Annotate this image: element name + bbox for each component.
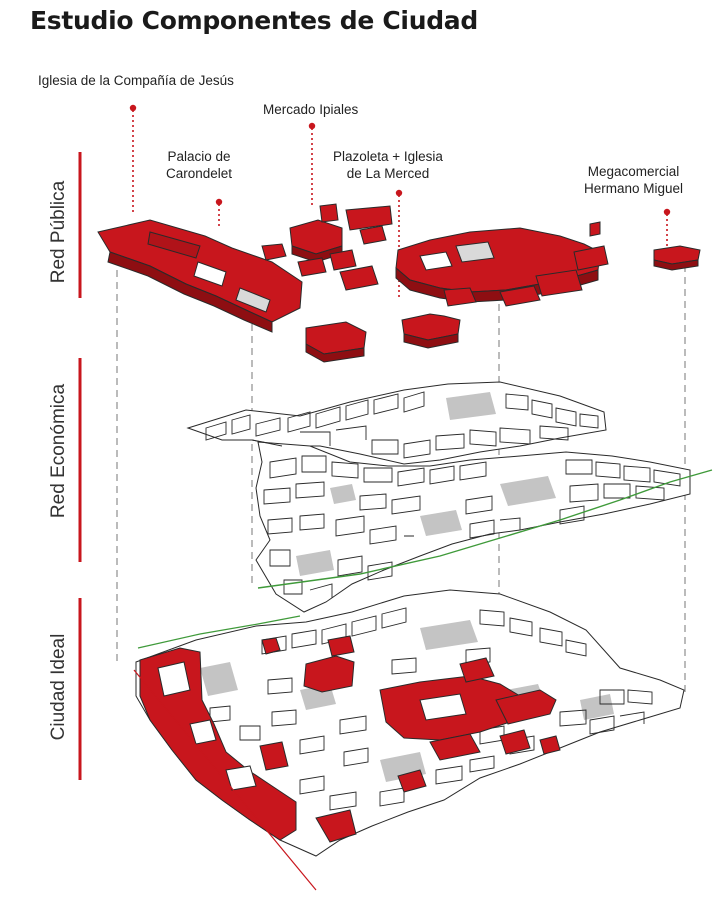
layer-ciudad-ideal — [135, 589, 685, 857]
callout-dots — [129, 104, 671, 216]
callout-label-palacio: Palacio de Carondelet — [166, 149, 233, 181]
layer-red-economica — [186, 381, 691, 613]
callout-label-merced: Plazoleta + Iglesia de La Merced — [333, 149, 443, 181]
callout-leaders — [132, 110, 668, 300]
red-diagonal-line — [133, 669, 317, 891]
callout-label-mercado: Mercado Ipiales — [263, 102, 359, 117]
callout-label-megacomercial: Megacomercial Hermano Miguel — [584, 164, 684, 196]
page-title: Estudio Componentes de Ciudad — [30, 6, 478, 35]
callout-label-compania: Iglesia de la Compañía de Jesús — [38, 73, 234, 88]
alignment-lines — [116, 244, 686, 695]
layer-red-publica — [97, 203, 701, 363]
green-guide-line — [257, 469, 713, 589]
